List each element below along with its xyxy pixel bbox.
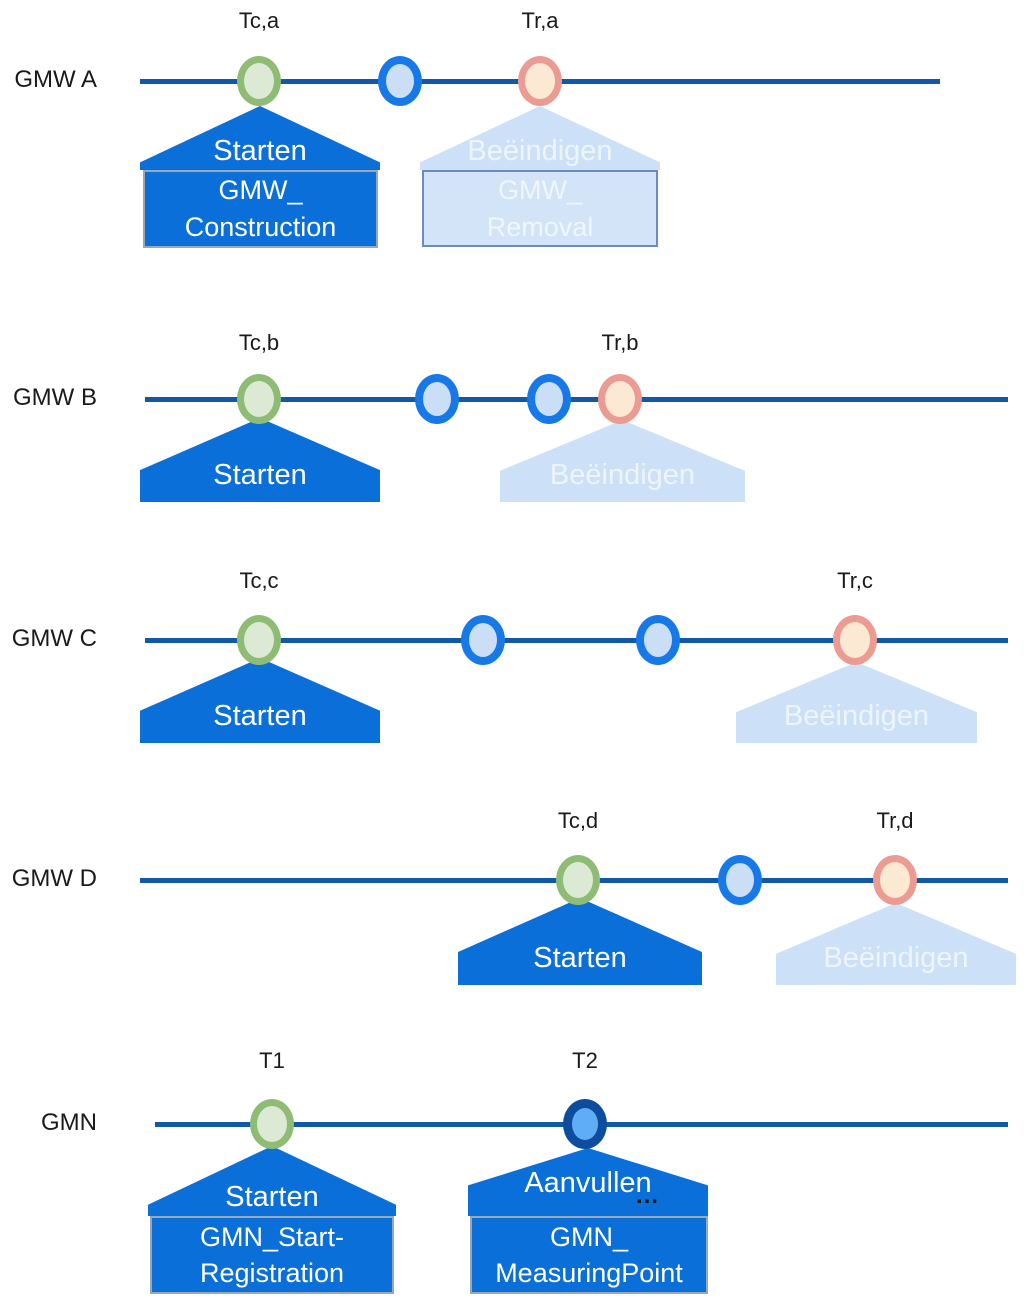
row-label-gmw-a: GMW A [14,65,97,93]
box-line2: Construction [184,212,337,242]
start-callout-label: Starten [533,942,627,974]
start-callout-gmw-d: Starten [458,898,702,985]
t-label-tcd: Tc,d [557,808,599,833]
intermediate-event-marker [415,374,459,424]
removal-event-marker [598,374,642,424]
start-callout-label: Starten [213,700,307,732]
t-label-t2: T2 [572,1048,598,1073]
box-line2: Registration [199,1258,345,1288]
construction-event-marker [237,56,281,106]
end-callout-label: Beëindigen [823,942,969,974]
box-line2: MeasuringPoint [495,1258,683,1288]
removal-box-gmw-a: GMW_ Removal [422,170,658,247]
t-label-tra: Tr,a [521,8,559,33]
box-line1: GMN_ [549,1222,628,1252]
row-label-gmw-b: GMW B [13,383,97,411]
timeline-gmw-c [145,638,1008,643]
box-line1: GMN_Start- [199,1222,345,1252]
removal-event-marker [873,855,917,905]
construction-event-marker [556,855,600,905]
start-registration-box-gmn: GMN_Start- Registration [150,1216,394,1294]
box-line2: Removal [486,211,594,242]
row-label-gmn: GMN [41,1108,97,1136]
start-callout-label: Starten [225,1181,319,1213]
end-callout-label: Beëindigen [549,459,696,491]
measuringpoint-box-gmn: GMN_ MeasuringPoint [470,1216,708,1294]
end-callout-label: Beëindigen [783,700,930,732]
end-callout-gmw-d: Beëindigen [776,903,1016,985]
intermediate-event-marker [378,56,422,106]
construction-box-gmw-a: GMW_ Construction [143,170,378,248]
end-callout-label: Aanvullen [524,1167,652,1199]
t-label-tcb: Tc,b [238,330,280,355]
start-callout-label: Starten [213,135,307,167]
intermediate-event-marker [636,615,680,665]
t-label-trd: Tr,d [876,808,914,833]
start-callout-label: Starten [213,459,307,491]
t-label-tcc: Tc,c [239,568,279,593]
start-callout-gmn: Starten [148,1146,396,1216]
start-event-marker [250,1099,294,1149]
start-callout-gmw-c: Starten [140,658,380,743]
end-callout-gmw-b: Beëindigen [500,420,745,502]
removal-event-marker [518,56,562,106]
intermediate-event-marker [718,855,762,905]
t-label-trc: Tr,c [837,568,873,593]
box-line1: GMW_ [498,174,582,205]
t-label-t1: T1 [259,1048,285,1073]
row-label-gmw-d: GMW D [11,864,97,892]
start-callout-gmw-a: Starten [140,106,380,170]
construction-event-marker [237,374,281,424]
end-callout-label: Beëindigen [467,135,613,167]
timeline-gmw-b [145,397,1008,402]
start-callout-gmw-b: Starten [140,418,380,502]
end-callout-gmw-a: Beëindigen [420,106,660,170]
construction-event-marker [237,615,281,665]
box-line1: GMW_ [218,175,303,205]
removal-event-marker [833,615,877,665]
row-label-gmw-c: GMW C [11,624,97,652]
intermediate-event-marker [527,374,571,424]
end-callout-gmn: Aanvullen [468,1148,708,1216]
intermediate-event-marker [461,615,505,665]
t-label-trb: Tr,b [601,330,639,355]
more-ellipsis: … [635,1182,661,1209]
measuringpoint-event-marker [563,1099,607,1149]
t-label-tca: Tc,a [238,8,280,33]
end-callout-gmw-c: Beëindigen [736,662,977,743]
